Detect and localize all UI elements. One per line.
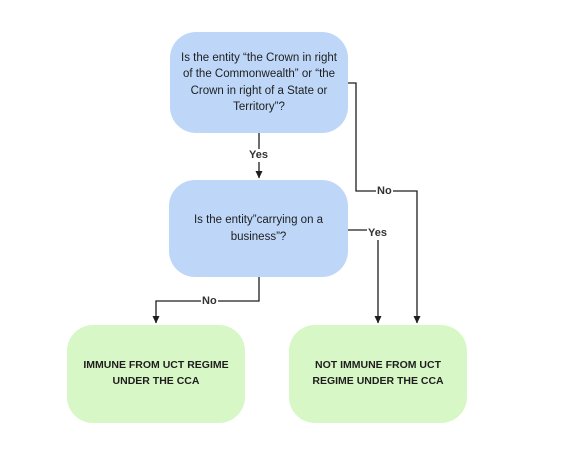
outcome-immune: IMMUNE FROM UCT REGIME UNDER THE CCA [67,325,245,423]
connector-q2-to-o2 [348,229,382,324]
edge-label-q2-yes: Yes [367,227,388,240]
outcome-immune-text: IMMUNE FROM UCT REGIME UNDER THE CCA [83,359,229,387]
question-carrying-on-business: Is the entity”carrying on a business”? [169,180,348,277]
connector-q1-to-o2 [348,82,421,324]
question-crown-entity-text: Is the entity “the Crown in right of the… [181,51,337,113]
outcome-not-immune-text: NOT IMMUNE FROM UCT REGIME UNDER THE CCA [312,359,444,387]
edge-label-q1-yes: Yes [248,149,269,162]
question-crown-entity: Is the entity “the Crown in right of the… [170,32,348,133]
edge-label-q2-no: No [201,295,218,308]
edge-label-q1-no: No [376,185,393,198]
outcome-not-immune: NOT IMMUNE FROM UCT REGIME UNDER THE CCA [289,325,467,423]
question-carrying-on-business-text: Is the entity”carrying on a business”? [193,214,324,243]
